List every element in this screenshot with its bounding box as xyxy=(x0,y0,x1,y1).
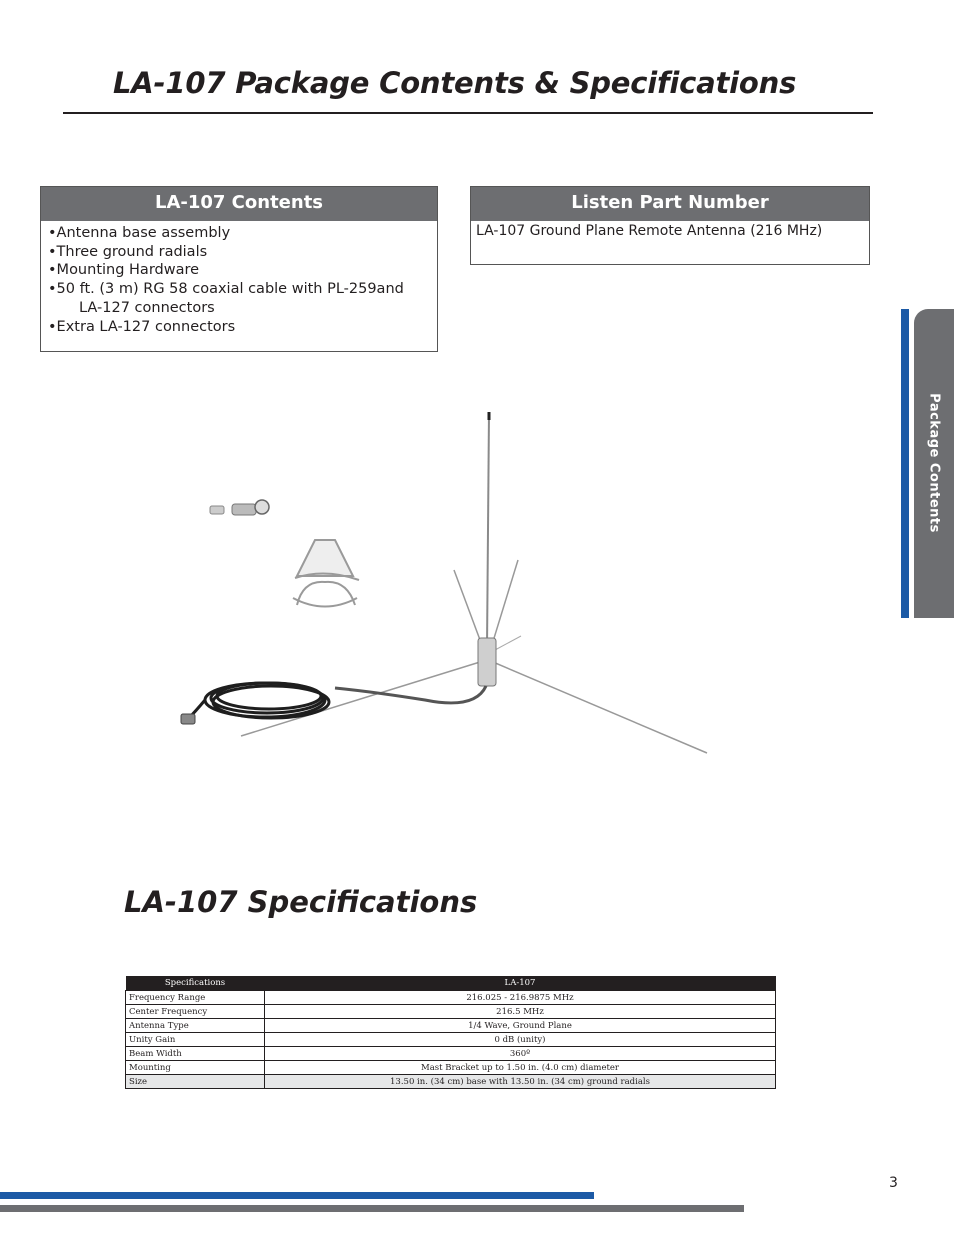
column-header: LA-107 xyxy=(264,976,776,991)
specifications-title: LA-107 Specifications xyxy=(124,885,478,919)
part-number-box: Listen Part Number LA-107 Ground Plane R… xyxy=(470,186,870,265)
antenna-mast-image xyxy=(240,411,708,754)
list-item: •Extra LA-127 connectors xyxy=(48,318,236,335)
table-row: Size 13.50 in. (34 cm) base with 13.50 i… xyxy=(125,1074,776,1089)
table-row: Antenna Type 1/4 Wave, Ground Plane xyxy=(125,1018,776,1033)
list-item: •Three ground radials xyxy=(48,243,208,260)
side-accent-bar xyxy=(901,309,909,618)
table-row: Frequency Range 216.025 - 216.9875 MHz xyxy=(125,990,776,1005)
spec-value: 360º xyxy=(264,1046,776,1061)
spec-value: 216.5 MHz xyxy=(264,1004,776,1019)
contents-box: LA-107 Contents •Antenna base assembly •… xyxy=(40,186,438,352)
spec-value: 13.50 in. (34 cm) base with 13.50 in. (3… xyxy=(264,1074,776,1089)
table-row: Beam Width 360º xyxy=(125,1046,776,1061)
list-item: •50 ft. (3 m) RG 58 coaxial cable with P… xyxy=(48,281,404,298)
spec-value: 216.025 - 216.9875 MHz xyxy=(264,990,776,1005)
section-tab xyxy=(914,309,954,618)
page-title: LA-107 Package Contents & Specifications xyxy=(113,66,797,100)
page-number: 3 xyxy=(889,1175,898,1191)
table-row: Unity Gain 0 dB (unity) xyxy=(125,1032,776,1047)
spec-label: Unity Gain xyxy=(125,1032,265,1047)
contents-list: •Antenna base assembly •Three ground rad… xyxy=(41,221,437,336)
footer-grey-bar xyxy=(0,1205,744,1212)
coax-cable-coil-image xyxy=(185,681,331,722)
antenna-product-photo xyxy=(180,411,708,754)
spec-value: 1/4 Wave, Ground Plane xyxy=(264,1018,776,1033)
specifications-table: Specifications LA-107 Frequency Range 21… xyxy=(125,976,776,1089)
section-tab-label: Package Contents xyxy=(926,393,942,533)
spec-label: Beam Width xyxy=(125,1046,265,1061)
list-item-continuation: LA-127 connectors xyxy=(79,299,215,316)
spec-value: Mast Bracket up to 1.50 in. (4.0 cm) dia… xyxy=(264,1060,776,1075)
table-row: Center Frequency 216.5 MHz xyxy=(125,1004,776,1019)
spec-label: Frequency Range xyxy=(125,990,265,1005)
table-row: Mounting Mast Bracket up to 1.50 in. (4.… xyxy=(125,1060,776,1075)
connector-parts-image xyxy=(209,499,270,516)
column-header: Specifications xyxy=(125,976,265,991)
footer-blue-bar xyxy=(0,1192,594,1199)
spec-label: Center Frequency xyxy=(125,1004,265,1019)
spec-label: Mounting xyxy=(125,1060,265,1075)
table-header-row: Specifications LA-107 xyxy=(125,976,776,991)
title-divider xyxy=(63,112,873,114)
part-number-heading: Listen Part Number xyxy=(471,187,869,221)
mounting-bracket-image xyxy=(292,539,360,608)
list-item: •Mounting Hardware xyxy=(48,262,200,279)
part-number-text: LA-107 Ground Plane Remote Antenna (216 … xyxy=(476,223,823,239)
spec-value: 0 dB (unity) xyxy=(264,1032,776,1047)
spec-label: Size xyxy=(125,1074,265,1089)
spec-label: Antenna Type xyxy=(125,1018,265,1033)
contents-heading: LA-107 Contents xyxy=(41,187,437,221)
list-item: •Antenna base assembly xyxy=(48,225,231,241)
